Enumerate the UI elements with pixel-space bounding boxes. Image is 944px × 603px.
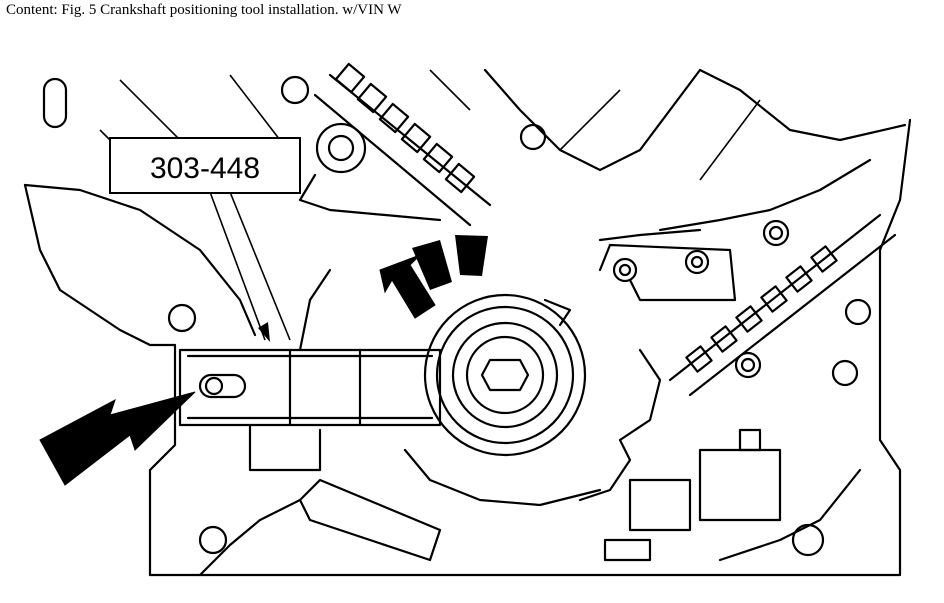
timing-chain (313, 62, 897, 397)
upper-bracket (598, 243, 737, 302)
guide-pulley (298, 122, 442, 222)
crankshaft-sprocket (403, 293, 662, 507)
indicator-arrows (39, 235, 488, 486)
figure-caption: Content: Fig. 5 Crankshaft positioning t… (6, 2, 402, 18)
timing-mark-bar-1 (412, 240, 452, 290)
oval-slot (42, 77, 68, 129)
lower-components (248, 423, 782, 562)
tool-number-label: 303-448 (150, 152, 260, 185)
tool-arrow-icon (39, 391, 196, 486)
callout-leaders (209, 191, 291, 342)
bolt-holes (167, 75, 872, 557)
tool-callout: 303-448 (109, 137, 301, 194)
timing-mark-bar-2 (455, 235, 488, 276)
